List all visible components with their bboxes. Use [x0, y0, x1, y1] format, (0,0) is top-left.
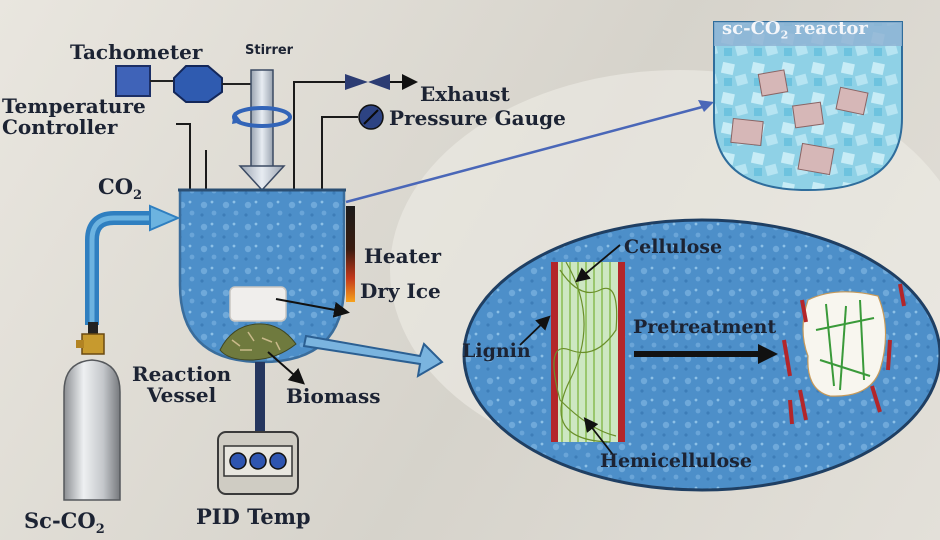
lignin-label: Lignin	[462, 340, 531, 362]
cellulose-pointer	[575, 244, 621, 283]
tachometer-label: Tachometer	[70, 40, 203, 64]
exhaust-line	[293, 81, 345, 236]
biomass-label: Biomass	[286, 384, 381, 408]
stirrer-arrowhead	[238, 165, 286, 192]
exhaust-label: Exhaust	[420, 82, 510, 106]
cylinder-regulator	[81, 333, 105, 355]
pretreatment-arrowhead	[758, 344, 778, 364]
motor-octagon	[173, 65, 223, 103]
co2-label-text: CO	[98, 174, 134, 199]
heater-label: Heater	[364, 244, 442, 268]
pid-knob-1	[229, 452, 247, 470]
sc-co2-cylinder-label-subscript: 2	[95, 522, 105, 538]
outlet-arrow	[302, 334, 444, 378]
reactor-title-subscript: 2	[780, 28, 789, 42]
reactor-title-suffix: reactor	[788, 18, 868, 39]
co2-supply-tube-highlight	[89, 215, 152, 325]
cylinder-regulator-knob	[76, 340, 84, 348]
sc-co2-reactor-title: sc-CO2 reactor	[722, 18, 868, 42]
pretreatment-label: Pretreatment	[633, 316, 777, 338]
stirrer-shaft	[250, 69, 274, 171]
hemicellulose-pointer	[583, 417, 615, 457]
stirrer-rotation-tip	[232, 112, 242, 124]
reactor-zoom-line	[345, 104, 707, 204]
pressure-gauge-needle	[363, 109, 379, 125]
stirrer-label: Stirrer	[245, 43, 294, 58]
co2-inflow-arrow	[149, 204, 181, 232]
tachometer-box	[115, 65, 151, 97]
sc-co2-cylinder	[63, 359, 121, 501]
co2-label: CO2	[98, 174, 143, 204]
lignin-pointer	[519, 315, 551, 346]
vessel-stand	[255, 362, 265, 434]
dry-ice-label: Dry Ice	[360, 279, 441, 303]
heater-strip	[346, 206, 355, 302]
biomass-texture	[231, 331, 281, 351]
pid-temp-label: PID Temp	[196, 504, 311, 529]
reactor-title-band	[714, 22, 902, 46]
disrupted-fibers	[815, 299, 875, 391]
pressure-line	[321, 116, 358, 222]
co2-label-subscript: 2	[133, 188, 143, 204]
hemicellulose-label: Hemicellulose	[600, 450, 752, 472]
hemicellulose-strands	[553, 261, 618, 443]
sc-co2-cylinder-label: Sc-CO2	[24, 508, 105, 538]
sc-co2-cylinder-label-text: Sc-CO	[24, 508, 96, 533]
biomass-pile	[219, 323, 297, 361]
dry-ice-pointer	[275, 298, 350, 318]
pressure-gauge-label: Pressure Gauge	[389, 106, 566, 130]
biomass-pointer	[267, 351, 305, 385]
co2-supply-tube	[85, 211, 152, 325]
cellulose-label: Cellulose	[624, 236, 723, 258]
reactor-zoom-arrowhead	[698, 100, 714, 112]
temperature-controller-label: Temperature Controller	[2, 94, 146, 139]
exhaust-valve-right	[368, 74, 390, 90]
pid-knob-2	[249, 452, 267, 470]
pid-knob-3	[269, 452, 287, 470]
reactor-title-prefix: sc-CO	[722, 18, 781, 39]
disrupted-lignin-pieces	[782, 283, 906, 425]
reactor-biomass-chunks	[730, 69, 869, 176]
lignin-band-right	[618, 262, 625, 442]
reaction-vessel-label: Reaction Vessel	[132, 362, 232, 407]
cylinder-regulator-pipe	[88, 322, 98, 336]
exhaust-valve	[345, 74, 368, 90]
dry-ice-block	[229, 286, 287, 322]
lignin-band-left	[551, 262, 558, 442]
